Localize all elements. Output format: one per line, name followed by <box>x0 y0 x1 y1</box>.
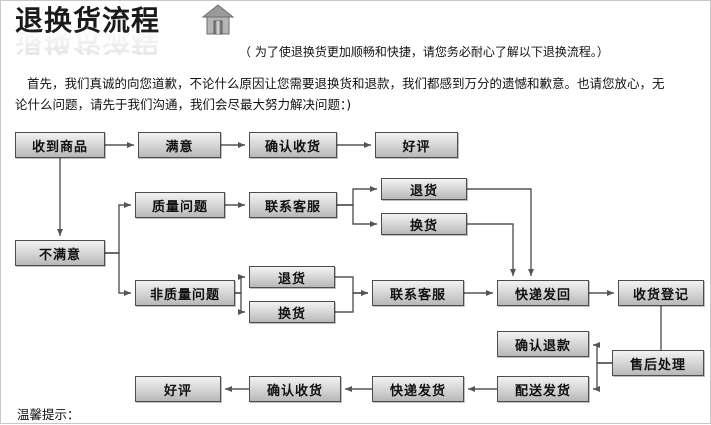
intro-line-1: 首先，我们真诚的向您道歉，不论什么原因让您需要退换货和退款，我们都感到万分的遗憾… <box>27 76 665 91</box>
header: 退换货流程 退换货流程 <box>15 4 161 59</box>
flow-node-n20: 确认收货 <box>249 376 341 402</box>
house-icon <box>201 4 235 35</box>
flow-node-n19: 快递发货 <box>372 376 464 402</box>
flow-node-n3: 确认收货 <box>249 132 337 158</box>
flow-node-n11: 退货 <box>249 266 335 288</box>
flow-node-n8: 退货 <box>381 178 467 200</box>
flow-node-n15: 收货登记 <box>618 280 704 306</box>
flow-node-n13: 联系客服 <box>372 280 464 306</box>
flow-node-n7: 联系客服 <box>249 192 337 218</box>
flow-node-n6: 质量问题 <box>135 192 225 218</box>
flow-node-n21: 好评 <box>135 376 221 402</box>
flow-node-n14: 快递发回 <box>497 280 589 306</box>
flow-node-n10: 非质量问题 <box>135 280 235 306</box>
header-note: （ 为了使退换货更加顺畅和快捷，请您务必耐心了解以下退换流程。） <box>239 45 609 59</box>
intro-line-2: 论什么问题，请先于我们沟通，我们会尽最大努力解决问题：) <box>15 97 352 112</box>
flow-node-n12: 换货 <box>249 301 335 323</box>
flow-node-n4: 好评 <box>375 132 458 158</box>
flow-node-n16: 确认退款 <box>497 331 589 357</box>
flow-node-n2: 满意 <box>138 132 221 158</box>
footer-tip: 温馨提示： <box>17 407 80 422</box>
flow-node-n17: 售后处理 <box>612 350 704 376</box>
flow-node-n5: 不满意 <box>15 240 105 266</box>
flow-node-n18: 配送发货 <box>497 376 589 402</box>
intro-paragraph: 首先，我们真诚的向您道歉，不论什么原因让您需要退换货和退款，我们都感到万分的遗憾… <box>15 73 687 115</box>
flow-node-n9: 换货 <box>381 213 467 235</box>
flow-node-n1: 收到商品 <box>15 132 105 158</box>
page-title: 退换货流程 <box>15 4 161 37</box>
